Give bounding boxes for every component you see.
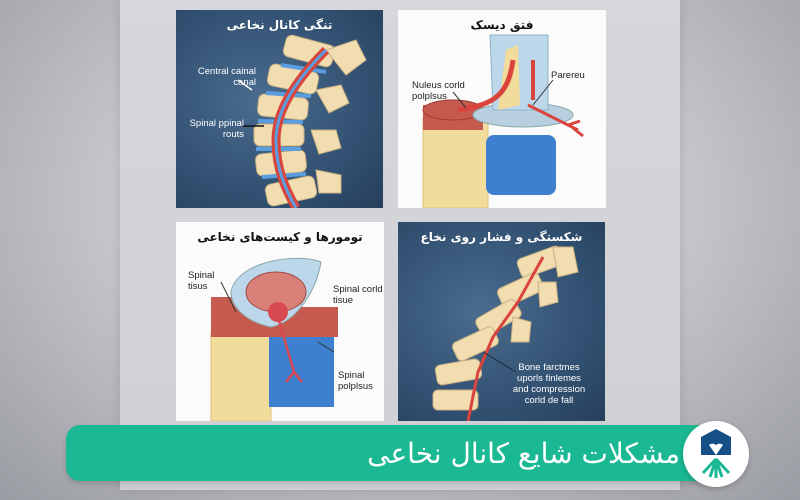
banner-title: مشکلات شایع کانال نخاعی (367, 437, 680, 470)
panel-title: فتق دیسک (470, 18, 534, 32)
panel-fracture-compression: شکستگی و فشار روی نخاع Bone farctmes upo… (398, 222, 605, 421)
label-parereu: Parereu (551, 70, 585, 81)
panel-spinal-stenosis: تنگی کانال نخاعی Central cainal canal Sp… (176, 10, 383, 208)
spine-stenosis-illustration (237, 34, 367, 208)
label-nucleus: Nuleus corld polplsus (412, 80, 465, 102)
panel-title: شکستگی و فشار روی نخاع (420, 230, 583, 244)
tumor-cyst-illustration (210, 257, 338, 421)
title-banner (66, 425, 726, 481)
label-spinal-routs: Spinal ppinal routs (189, 118, 244, 140)
panel-tumors-cysts: تومورها و کیست‌های نخاعی Spinal tisus Sp… (176, 222, 384, 421)
clinic-logo-icon (683, 421, 749, 487)
panel-title: تومورها و کیست‌های نخاعی (197, 230, 363, 244)
panel-title: تنگی کانال نخاعی (226, 18, 333, 32)
disc-herniation-illustration (422, 34, 584, 208)
label-spinal-polplsus: Spinal polplsus (338, 370, 373, 392)
label-bone-fractures: Bone farctmes uporls finlemes and compre… (512, 362, 586, 406)
label-spinal-tisus: Spinal tisus (188, 270, 215, 292)
label-spinal-cord-tisue: Spinal corld tisue (333, 284, 383, 306)
panel-disc-herniation: فتق دیسک Nuleus corld polplsus Parereu (398, 10, 606, 208)
label-central-canal: Central cainal canal (197, 66, 256, 88)
spine-fracture-illustration (432, 245, 579, 421)
